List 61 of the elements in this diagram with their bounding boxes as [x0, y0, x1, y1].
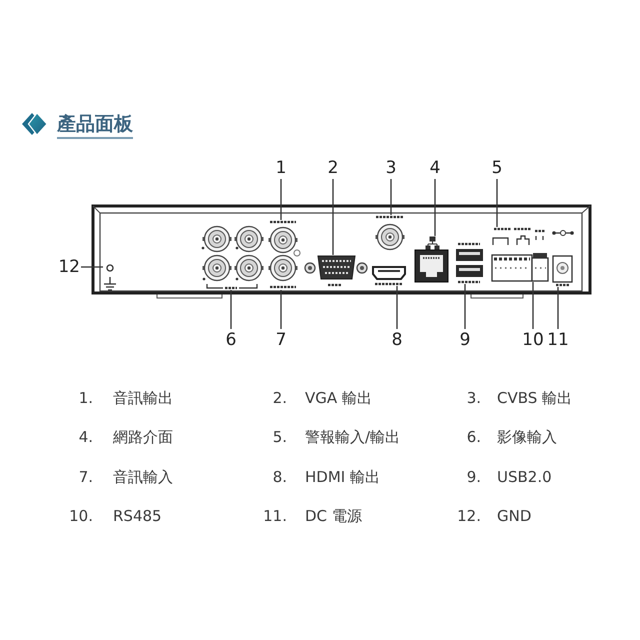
leader-line — [390, 179, 392, 215]
port-description: 網路介面 — [113, 427, 173, 447]
leader-line — [557, 287, 559, 329]
list-number: 12. — [457, 506, 481, 526]
list-number: 4. — [78, 427, 93, 447]
port-description: GND — [497, 506, 532, 526]
hdmi-port — [372, 266, 406, 286]
port-description: HDMI 輸出 — [305, 467, 380, 487]
vga-port — [304, 256, 368, 286]
callout-number: 8 — [392, 330, 402, 350]
port-description: VGA 輸出 — [305, 388, 372, 408]
list-number: 5. — [272, 427, 287, 447]
bnc-connector — [268, 254, 298, 288]
leader-line — [280, 290, 282, 329]
callout-number: 10 — [522, 330, 544, 350]
list-number: 10. — [69, 506, 93, 526]
list-number: 8. — [272, 467, 287, 487]
list-number: 7. — [78, 467, 93, 487]
callout-number: 4 — [430, 158, 440, 178]
terminal-block — [531, 230, 549, 282]
port-description: USB2.0 — [497, 467, 552, 487]
list-number: 11. — [263, 506, 287, 526]
leader-line — [280, 179, 282, 220]
bnc-connector — [268, 220, 298, 254]
callout-number: 1 — [276, 158, 286, 178]
leader-line — [230, 290, 232, 329]
list-number: 3. — [466, 388, 481, 408]
list-number: 9. — [466, 467, 481, 487]
callout-number: 2 — [328, 158, 338, 178]
callout-number: 11 — [547, 330, 569, 350]
dc-power-jack — [552, 230, 574, 286]
port-description: 音訊輸入 — [113, 467, 173, 487]
port-description: CVBS 輸出 — [497, 388, 572, 408]
port-description: 警報輸入/輸出 — [305, 427, 400, 447]
port-description: DC 電源 — [305, 506, 362, 526]
leader-line — [464, 284, 466, 329]
port-description: 音訊輸出 — [113, 388, 173, 408]
leader-line — [396, 286, 398, 329]
leader-line — [434, 179, 436, 236]
leader-line — [532, 282, 534, 329]
port-description: RS485 — [113, 506, 162, 526]
callout-number: 5 — [492, 158, 502, 178]
list-number: 6. — [466, 427, 481, 447]
callout-number: 12 — [58, 257, 80, 277]
title: 產品面板 — [57, 112, 133, 139]
leader-line — [81, 266, 103, 268]
ground-terminal — [103, 264, 117, 291]
bnc-connector — [376, 216, 404, 250]
leader-line — [332, 179, 334, 255]
ethernet-port — [414, 236, 448, 282]
callout-number: 6 — [226, 330, 236, 350]
callout-number: 9 — [460, 330, 470, 350]
callout-number: 7 — [276, 330, 286, 350]
leader-line — [496, 179, 498, 227]
bnc-connector-group — [202, 226, 264, 290]
callout-number: 3 — [386, 158, 396, 178]
list-number: 1. — [78, 388, 93, 408]
port-description: 影像輸入 — [497, 427, 557, 447]
alarm-terminal-block — [491, 228, 533, 282]
list-number: 2. — [272, 388, 287, 408]
usb-ports — [456, 242, 483, 284]
